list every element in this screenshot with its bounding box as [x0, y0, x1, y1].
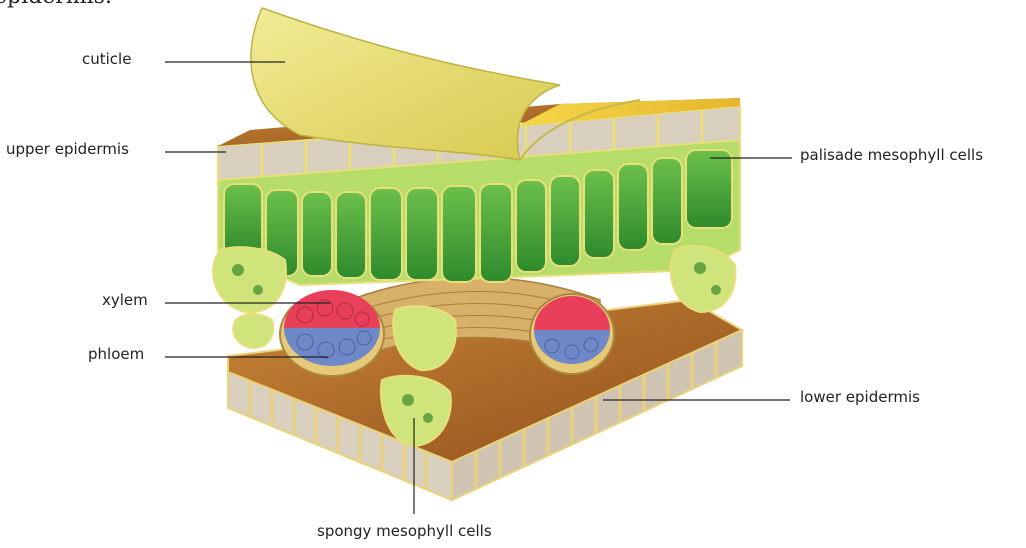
label-lower-epidermis: lower epidermis — [800, 388, 920, 406]
label-cuticle: cuticle — [82, 50, 131, 68]
vascular-bundle-right — [530, 294, 614, 374]
label-palisade-mesophyll-cells: palisade mesophyll cells — [800, 146, 983, 164]
label-upper-epidermis: upper epidermis — [6, 140, 129, 158]
label-spongy-mesophyll-cells: spongy mesophyll cells — [317, 522, 492, 540]
label-xylem: xylem — [102, 291, 148, 309]
label-phloem: phloem — [88, 345, 144, 363]
